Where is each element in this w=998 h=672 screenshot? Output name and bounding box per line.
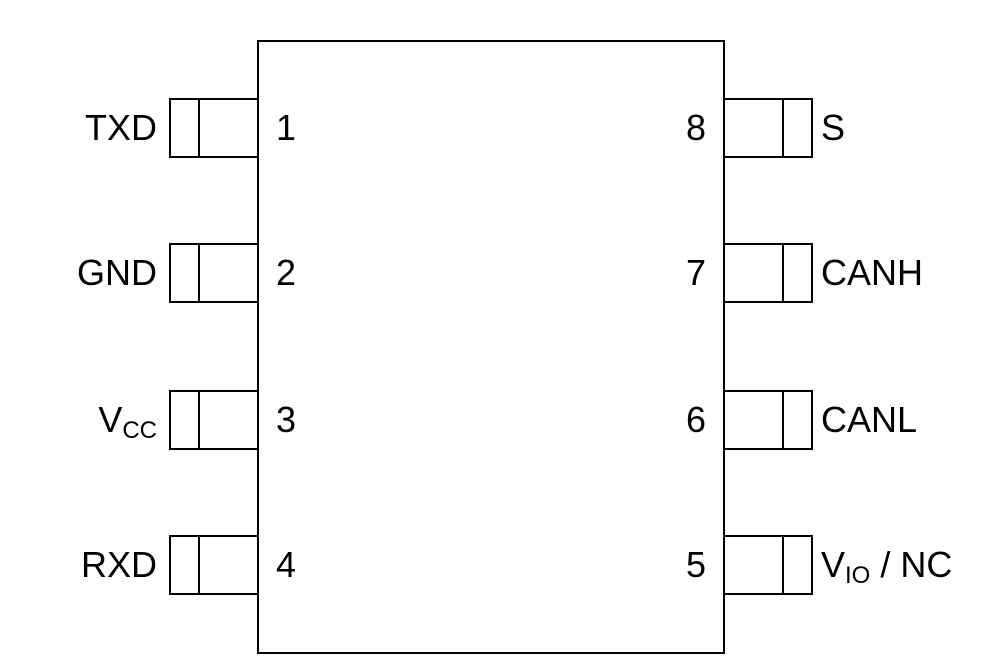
pin-label-4: RXD bbox=[81, 544, 157, 585]
pin-label-8: S bbox=[821, 107, 845, 148]
pin-lead bbox=[723, 98, 813, 158]
ic-package-body bbox=[257, 40, 725, 654]
pin-number-2: 2 bbox=[276, 252, 296, 293]
pin-label-7: CANH bbox=[821, 252, 923, 293]
pin-label-1: TXD bbox=[85, 107, 157, 148]
pin-label-main: RXD bbox=[81, 544, 157, 585]
pin-number-7: 7 bbox=[686, 252, 706, 293]
pin-label-main: S bbox=[821, 107, 845, 148]
pin-lead bbox=[169, 535, 259, 595]
pin-label-2: GND bbox=[77, 252, 157, 293]
pin-1: TXD 1 bbox=[85, 98, 296, 158]
pin-label-suffix: / NC bbox=[870, 544, 952, 585]
pin-number-6: 6 bbox=[686, 399, 706, 440]
pin-number-8: 8 bbox=[686, 107, 706, 148]
pin-number-3: 3 bbox=[276, 399, 296, 440]
pin-lead bbox=[723, 535, 813, 595]
pin-number-4: 4 bbox=[276, 544, 296, 585]
pin-label-main: CANL bbox=[821, 399, 917, 440]
pin-lead bbox=[723, 243, 813, 303]
pin-7: CANH 7 bbox=[686, 243, 923, 303]
pin-label-main: GND bbox=[77, 252, 157, 293]
pin-lead bbox=[169, 390, 259, 450]
pin-label-subscript: CC bbox=[122, 417, 157, 444]
pin-label-6: CANL bbox=[821, 399, 917, 440]
pin-label-subscript: IO bbox=[845, 562, 870, 589]
pin-6: CANL 6 bbox=[686, 390, 917, 450]
pin-number-5: 5 bbox=[686, 544, 706, 585]
pin-label-main: V bbox=[821, 544, 845, 585]
pin-label-main: TXD bbox=[85, 107, 157, 148]
pin-label-5: VIO / NC bbox=[821, 544, 952, 589]
pin-lead bbox=[169, 98, 259, 158]
pin-3: VCC 3 bbox=[98, 390, 296, 450]
pin-number-1: 1 bbox=[276, 107, 296, 148]
pin-lead bbox=[723, 390, 813, 450]
pin-4: RXD 4 bbox=[81, 535, 296, 595]
pin-label-main: V bbox=[98, 399, 122, 440]
pin-8: S8 bbox=[686, 98, 845, 158]
pin-label-3: VCC bbox=[98, 399, 157, 444]
pin-lead bbox=[169, 243, 259, 303]
pin-5: VIO / NC 5 bbox=[686, 535, 952, 595]
pin-2: GND 2 bbox=[77, 243, 296, 303]
pin-label-main: CANH bbox=[821, 252, 923, 293]
